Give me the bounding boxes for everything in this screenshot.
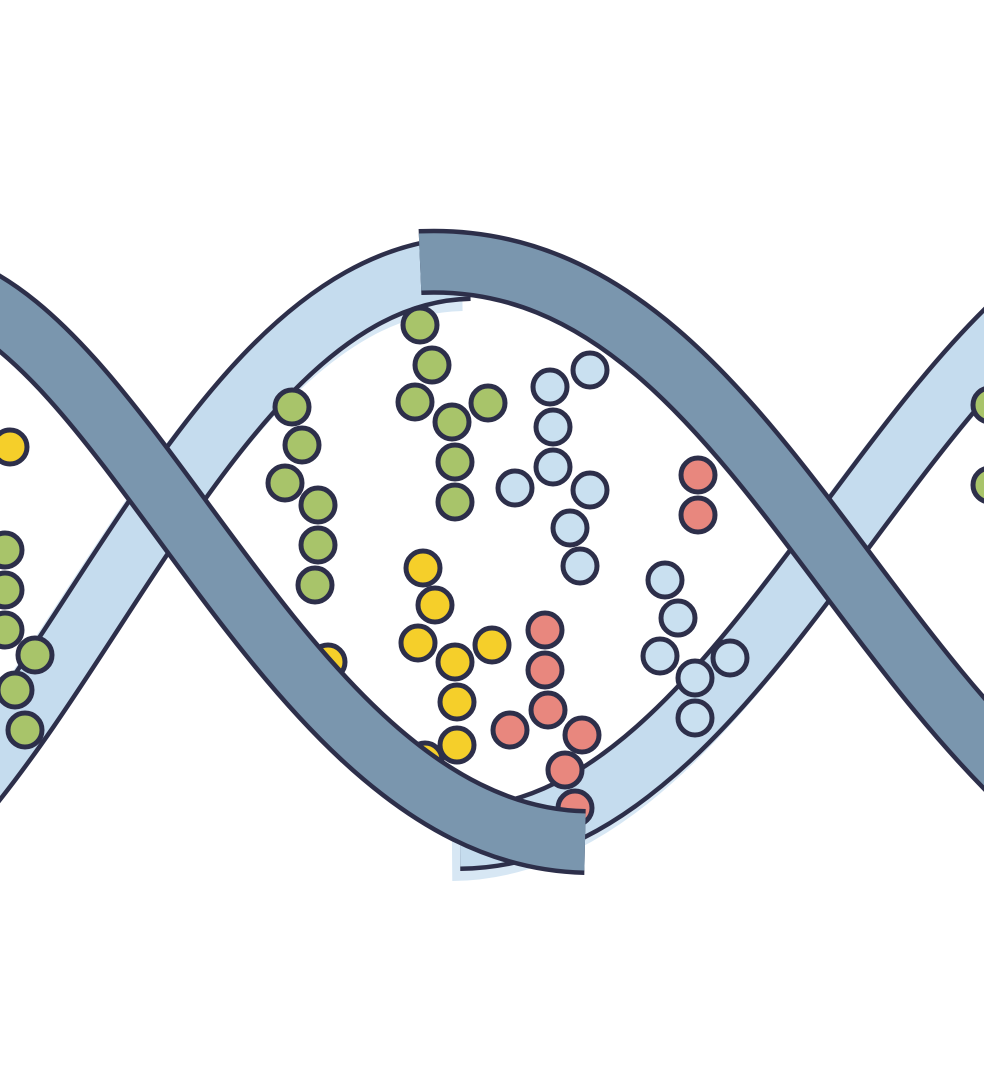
- nucleotide-bead: [415, 585, 455, 625]
- nucleotide-bead: [678, 455, 718, 495]
- nucleotide-bead: [533, 447, 573, 487]
- nucleotide-bead: [282, 425, 322, 465]
- nucleotide-bead: [432, 402, 472, 442]
- nucleotide-bead: [970, 386, 984, 424]
- nucleotide-bead: [490, 710, 530, 750]
- nucleotide-bead: [658, 598, 698, 638]
- nucleotide-bead: [970, 466, 984, 504]
- nucleotide-bead: [675, 698, 715, 738]
- nucleotide-bead: [468, 383, 508, 423]
- nucleotide-bead: [412, 345, 452, 385]
- nucleotide-bead: [0, 570, 25, 610]
- nucleotide-bead: [403, 548, 443, 588]
- nucleotide-bead: [435, 442, 475, 482]
- nucleotide-bead: [5, 710, 45, 750]
- nucleotide-bead: [265, 463, 305, 503]
- nucleotide-chain: [0, 530, 55, 750]
- nucleotide-bead: [525, 610, 565, 650]
- nucleotide-bead: [298, 525, 338, 565]
- nucleotide-bead: [560, 546, 600, 586]
- nucleotide-bead: [0, 427, 30, 467]
- nucleotide-bead: [525, 650, 565, 690]
- nucleotide-bead: [528, 690, 568, 730]
- nucleotide-bead: [570, 470, 610, 510]
- nucleotide-bead: [533, 407, 573, 447]
- nucleotide-bead: [545, 750, 585, 790]
- nucleotide-bead: [398, 623, 438, 663]
- nucleotide-bead: [550, 508, 590, 548]
- nucleotide-bead: [295, 565, 335, 605]
- nucleotide-beads: [0, 305, 984, 828]
- nucleotide-bead: [298, 485, 338, 525]
- nucleotide-chain: [490, 455, 718, 828]
- nucleotide-bead: [15, 635, 55, 675]
- nucleotide-bead: [472, 625, 512, 665]
- nucleotide-bead: [640, 636, 680, 676]
- nucleotide-bead: [570, 350, 610, 390]
- nucleotide-chain: [265, 387, 338, 605]
- nucleotide-bead: [678, 495, 718, 535]
- nucleotide-bead: [435, 642, 475, 682]
- nucleotide-chain: [495, 350, 610, 586]
- nucleotide-bead: [272, 387, 312, 427]
- nucleotide-chain: [640, 560, 750, 738]
- nucleotide-bead: [437, 682, 477, 722]
- nucleotide-bead: [710, 638, 750, 678]
- front-strands: [0, 228, 984, 875]
- nucleotide-bead: [435, 482, 475, 522]
- nucleotide-bead: [395, 382, 435, 422]
- nucleotide-chain: [395, 305, 508, 522]
- nucleotide-bead: [530, 367, 570, 407]
- nucleotide-bead: [562, 715, 602, 755]
- nucleotide-bead: [0, 610, 25, 650]
- nucleotide-bead: [0, 530, 25, 570]
- nucleotide-chain: [0, 427, 30, 467]
- nucleotide-bead: [400, 305, 440, 345]
- nucleotide-bead: [495, 468, 535, 508]
- nucleotide-bead: [0, 670, 35, 710]
- nucleotide-bead: [437, 725, 477, 765]
- nucleotide-chain: [970, 386, 984, 504]
- nucleotide-bead: [645, 560, 685, 600]
- front-strand-right: [418, 228, 984, 792]
- nucleotide-bead: [675, 658, 715, 698]
- front-strand-left: [0, 273, 587, 875]
